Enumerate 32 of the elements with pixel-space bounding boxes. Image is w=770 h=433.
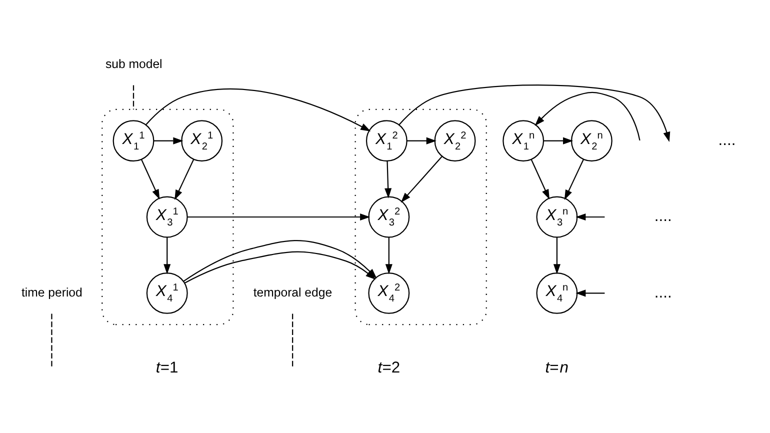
arrow [530,158,550,199]
arrow [564,158,584,200]
node-text: temporal edge [253,284,332,299]
arrow [384,160,392,198]
arrow [553,237,560,274]
arrow [154,136,184,144]
arrow [174,158,194,200]
connector [51,313,52,368]
arrow [385,237,392,274]
cluster [354,108,487,325]
arrow [406,136,436,144]
arrow [534,91,640,140]
arrow [146,88,371,131]
connector [132,84,134,109]
label: t=n [545,358,568,376]
cluster [102,108,234,325]
arrow [576,212,605,220]
arrow [398,84,670,142]
node-text: sub model [105,56,162,70]
label: .... [718,131,736,148]
label: t=2 [378,358,400,376]
arrow [400,156,442,202]
label: .... [654,208,672,225]
arrow [187,212,370,220]
label: .... [654,284,672,301]
connector [292,313,294,368]
node-text: time period [21,284,82,299]
arrow [544,136,574,144]
arrow [140,158,160,199]
arrow [576,289,605,296]
arrow [164,237,171,274]
label: t=1 [156,358,178,376]
